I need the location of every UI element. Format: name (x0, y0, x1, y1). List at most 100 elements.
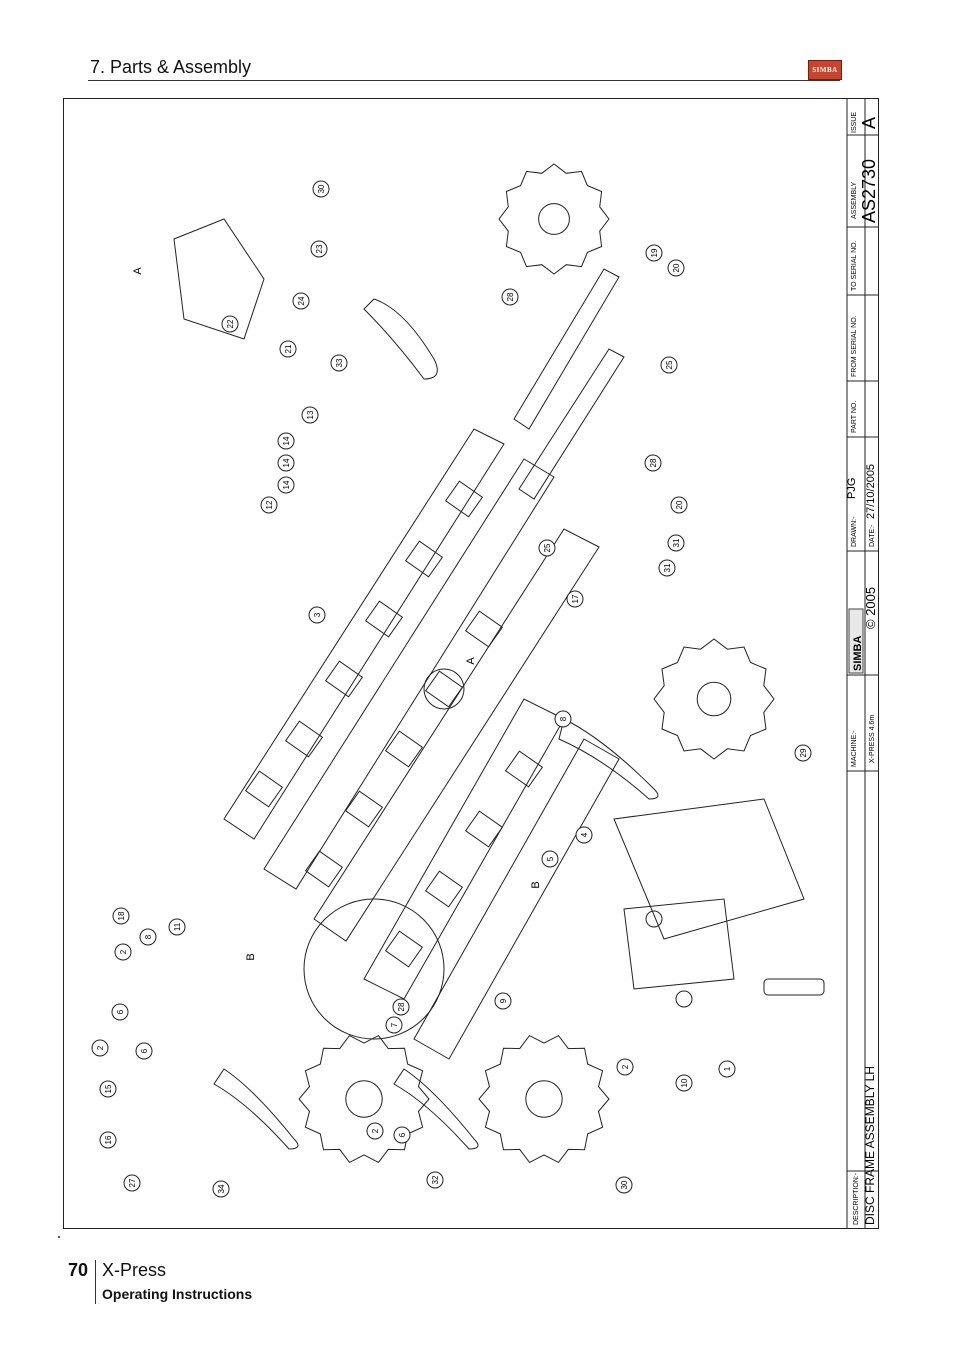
svg-text:23: 23 (315, 244, 324, 253)
svg-text:6: 6 (140, 1048, 149, 1053)
svg-text:20: 20 (675, 500, 684, 509)
callout-label: 12 (260, 496, 278, 514)
section-header-title: 7. Parts & Assembly (90, 57, 252, 77)
callout-label: 18 (112, 907, 130, 925)
callout-label: 23 (310, 240, 328, 258)
description-label: DESCRIPTION:- (853, 1172, 860, 1225)
callout-label: 20 (670, 496, 688, 514)
svg-text:13: 13 (306, 410, 315, 419)
svg-text:24: 24 (297, 296, 306, 305)
svg-text:28: 28 (397, 1002, 406, 1011)
callout-label: 1 (718, 1060, 736, 1078)
detail-label: A (465, 657, 477, 665)
product-name: X-Press (102, 1260, 167, 1280)
callout-label: 29 (794, 744, 812, 762)
title-block-brand: SIMBA (852, 636, 864, 672)
callout-label: 2 (91, 1039, 109, 1057)
svg-text:2: 2 (119, 949, 128, 954)
svg-text:28: 28 (649, 458, 658, 467)
simba-logo: SIMBA (808, 60, 842, 80)
callout-label: 4 (575, 826, 593, 844)
from-serial-label: FROM SERIAL NO. (851, 315, 858, 377)
callout-label: 14 (277, 476, 295, 494)
issue-label: ISSUE (851, 112, 858, 133)
svg-text:31: 31 (672, 538, 681, 547)
svg-text:33: 33 (335, 358, 344, 367)
assembly-label: ASSEMBLY (851, 181, 858, 219)
callout-label: 6 (393, 1126, 411, 1144)
svg-text:1: 1 (723, 1066, 732, 1071)
callout-label: 30 (615, 1176, 633, 1194)
exploded-parts-drawing: 3023242221332819202513141414122820253131… (91, 99, 879, 1228)
header-rule (88, 80, 840, 81)
callout-label: 13 (301, 406, 319, 424)
callout-label: 28 (644, 454, 662, 472)
svg-text:11: 11 (173, 922, 182, 931)
callout-label: 8 (139, 928, 157, 946)
callout-label: 33 (330, 354, 348, 372)
svg-text:5: 5 (546, 856, 555, 861)
to-serial-label: TO SERIAL NO. (851, 240, 858, 291)
callout-label: 34 (212, 1180, 230, 1198)
callout-label: 14 (277, 432, 295, 450)
svg-text:8: 8 (144, 934, 153, 939)
callout-label: 14 (277, 454, 295, 472)
date-label: DATE:- (869, 524, 876, 547)
simba-logo-text: SIMBA (812, 66, 838, 74)
callout-label: 7 (385, 1016, 403, 1034)
callout-label: 28 (501, 288, 519, 306)
assembly-number: AS2730 (859, 159, 878, 223)
callout-label: 19 (645, 244, 663, 262)
detail-label: A (132, 267, 144, 275)
callout-label: 2 (114, 943, 132, 961)
callout-label: 31 (667, 534, 685, 552)
svg-text:25: 25 (665, 360, 674, 369)
footer-divider (95, 1260, 96, 1304)
page-number: 70 (68, 1260, 89, 1280)
machine-label: MACHINE:- (851, 730, 858, 767)
callout-label: 5 (541, 850, 559, 868)
callout-label: 22 (221, 315, 239, 333)
svg-text:3: 3 (313, 612, 322, 617)
svg-text:16: 16 (104, 1135, 113, 1144)
callout-label: 30 (312, 180, 330, 198)
svg-text:2: 2 (96, 1045, 105, 1050)
issue-value: A (859, 117, 878, 129)
copyright: © 2005 (863, 587, 878, 629)
date-value: 27/10/2005 (865, 464, 877, 519)
callout-label: 6 (135, 1042, 153, 1060)
svg-text:19: 19 (650, 248, 659, 257)
detail-label: B (245, 953, 257, 960)
svg-text:12: 12 (265, 500, 274, 509)
svg-text:25: 25 (543, 543, 552, 552)
drawn-by: PJG (846, 478, 858, 499)
svg-text:28: 28 (506, 292, 515, 301)
svg-text:34: 34 (217, 1184, 226, 1193)
svg-text:6: 6 (116, 1009, 125, 1014)
callout-label: 25 (660, 356, 678, 374)
part-no-label: PART NO. (851, 401, 858, 433)
svg-text:2: 2 (371, 1128, 380, 1133)
svg-text:20: 20 (672, 263, 681, 272)
svg-text:21: 21 (284, 344, 293, 353)
callout-label: 20 (667, 259, 685, 277)
svg-text:14: 14 (282, 480, 291, 489)
callout-label: 31 (658, 559, 676, 577)
callout-label: 21 (279, 340, 297, 358)
svg-text:15: 15 (104, 1084, 113, 1093)
svg-text:29: 29 (799, 748, 808, 757)
svg-text:9: 9 (499, 998, 508, 1003)
svg-text:32: 32 (431, 1175, 440, 1184)
svg-text:10: 10 (680, 1078, 689, 1087)
svg-text:14: 14 (282, 436, 291, 445)
svg-text:30: 30 (317, 184, 326, 193)
callout-label: 27 (123, 1174, 141, 1192)
detail-label: B (530, 881, 542, 888)
callout-label: 24 (292, 292, 310, 310)
svg-text:27: 27 (128, 1178, 137, 1187)
callout-label: 2 (366, 1122, 384, 1140)
callout-label: 15 (99, 1080, 117, 1098)
callout-label: 17 (566, 590, 584, 608)
machine-value: X-PRESS 4.6m (869, 715, 876, 763)
